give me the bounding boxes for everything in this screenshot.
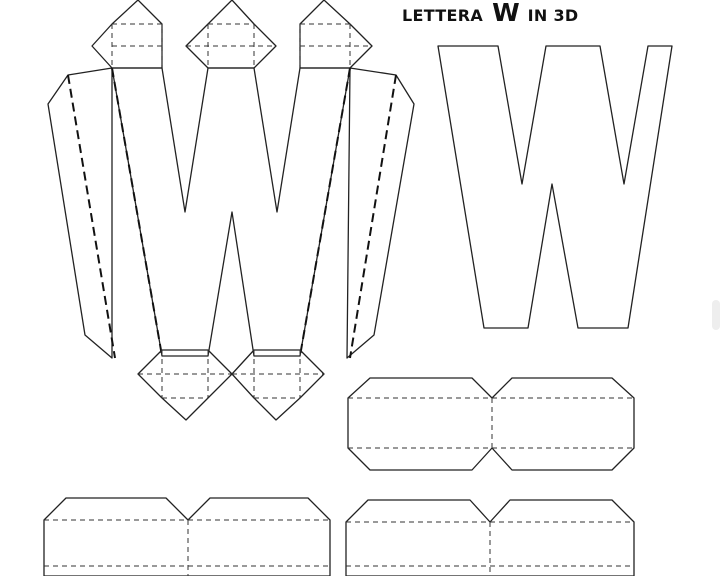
side-strip-3-outline	[345, 499, 635, 576]
page-title: LETTERA W IN 3D	[402, 0, 578, 28]
w-net-right-panel	[346, 67, 415, 359]
title-prefix: LETTERA	[402, 6, 484, 25]
w-net-right-fold	[299, 67, 351, 357]
side-strip-2	[43, 497, 331, 576]
w-net-left-fold	[67, 74, 116, 359]
w-face	[437, 45, 673, 329]
title-letter: W	[492, 0, 520, 27]
w-net-top-tab-2	[185, 0, 277, 69]
w-net-letter-face	[111, 67, 351, 357]
side-strip-1	[347, 377, 635, 471]
w-net-bottom-tab-1	[137, 349, 233, 421]
side-strip-2-outline	[43, 497, 331, 576]
w-net	[47, 0, 415, 421]
w-net-left-panel	[47, 67, 113, 359]
side-strip-1-outline	[347, 377, 635, 471]
scroll-edge	[712, 300, 720, 330]
title-suffix: IN 3D	[527, 6, 579, 25]
w-net-right-fold-2	[349, 74, 397, 359]
w-net-top-tab-1	[91, 0, 163, 69]
w-net-bottom-tab-2	[231, 349, 325, 421]
side-strip-3	[345, 499, 635, 576]
w-net-top-tab-3	[299, 0, 373, 69]
w-net-left-fold-2	[111, 67, 163, 357]
